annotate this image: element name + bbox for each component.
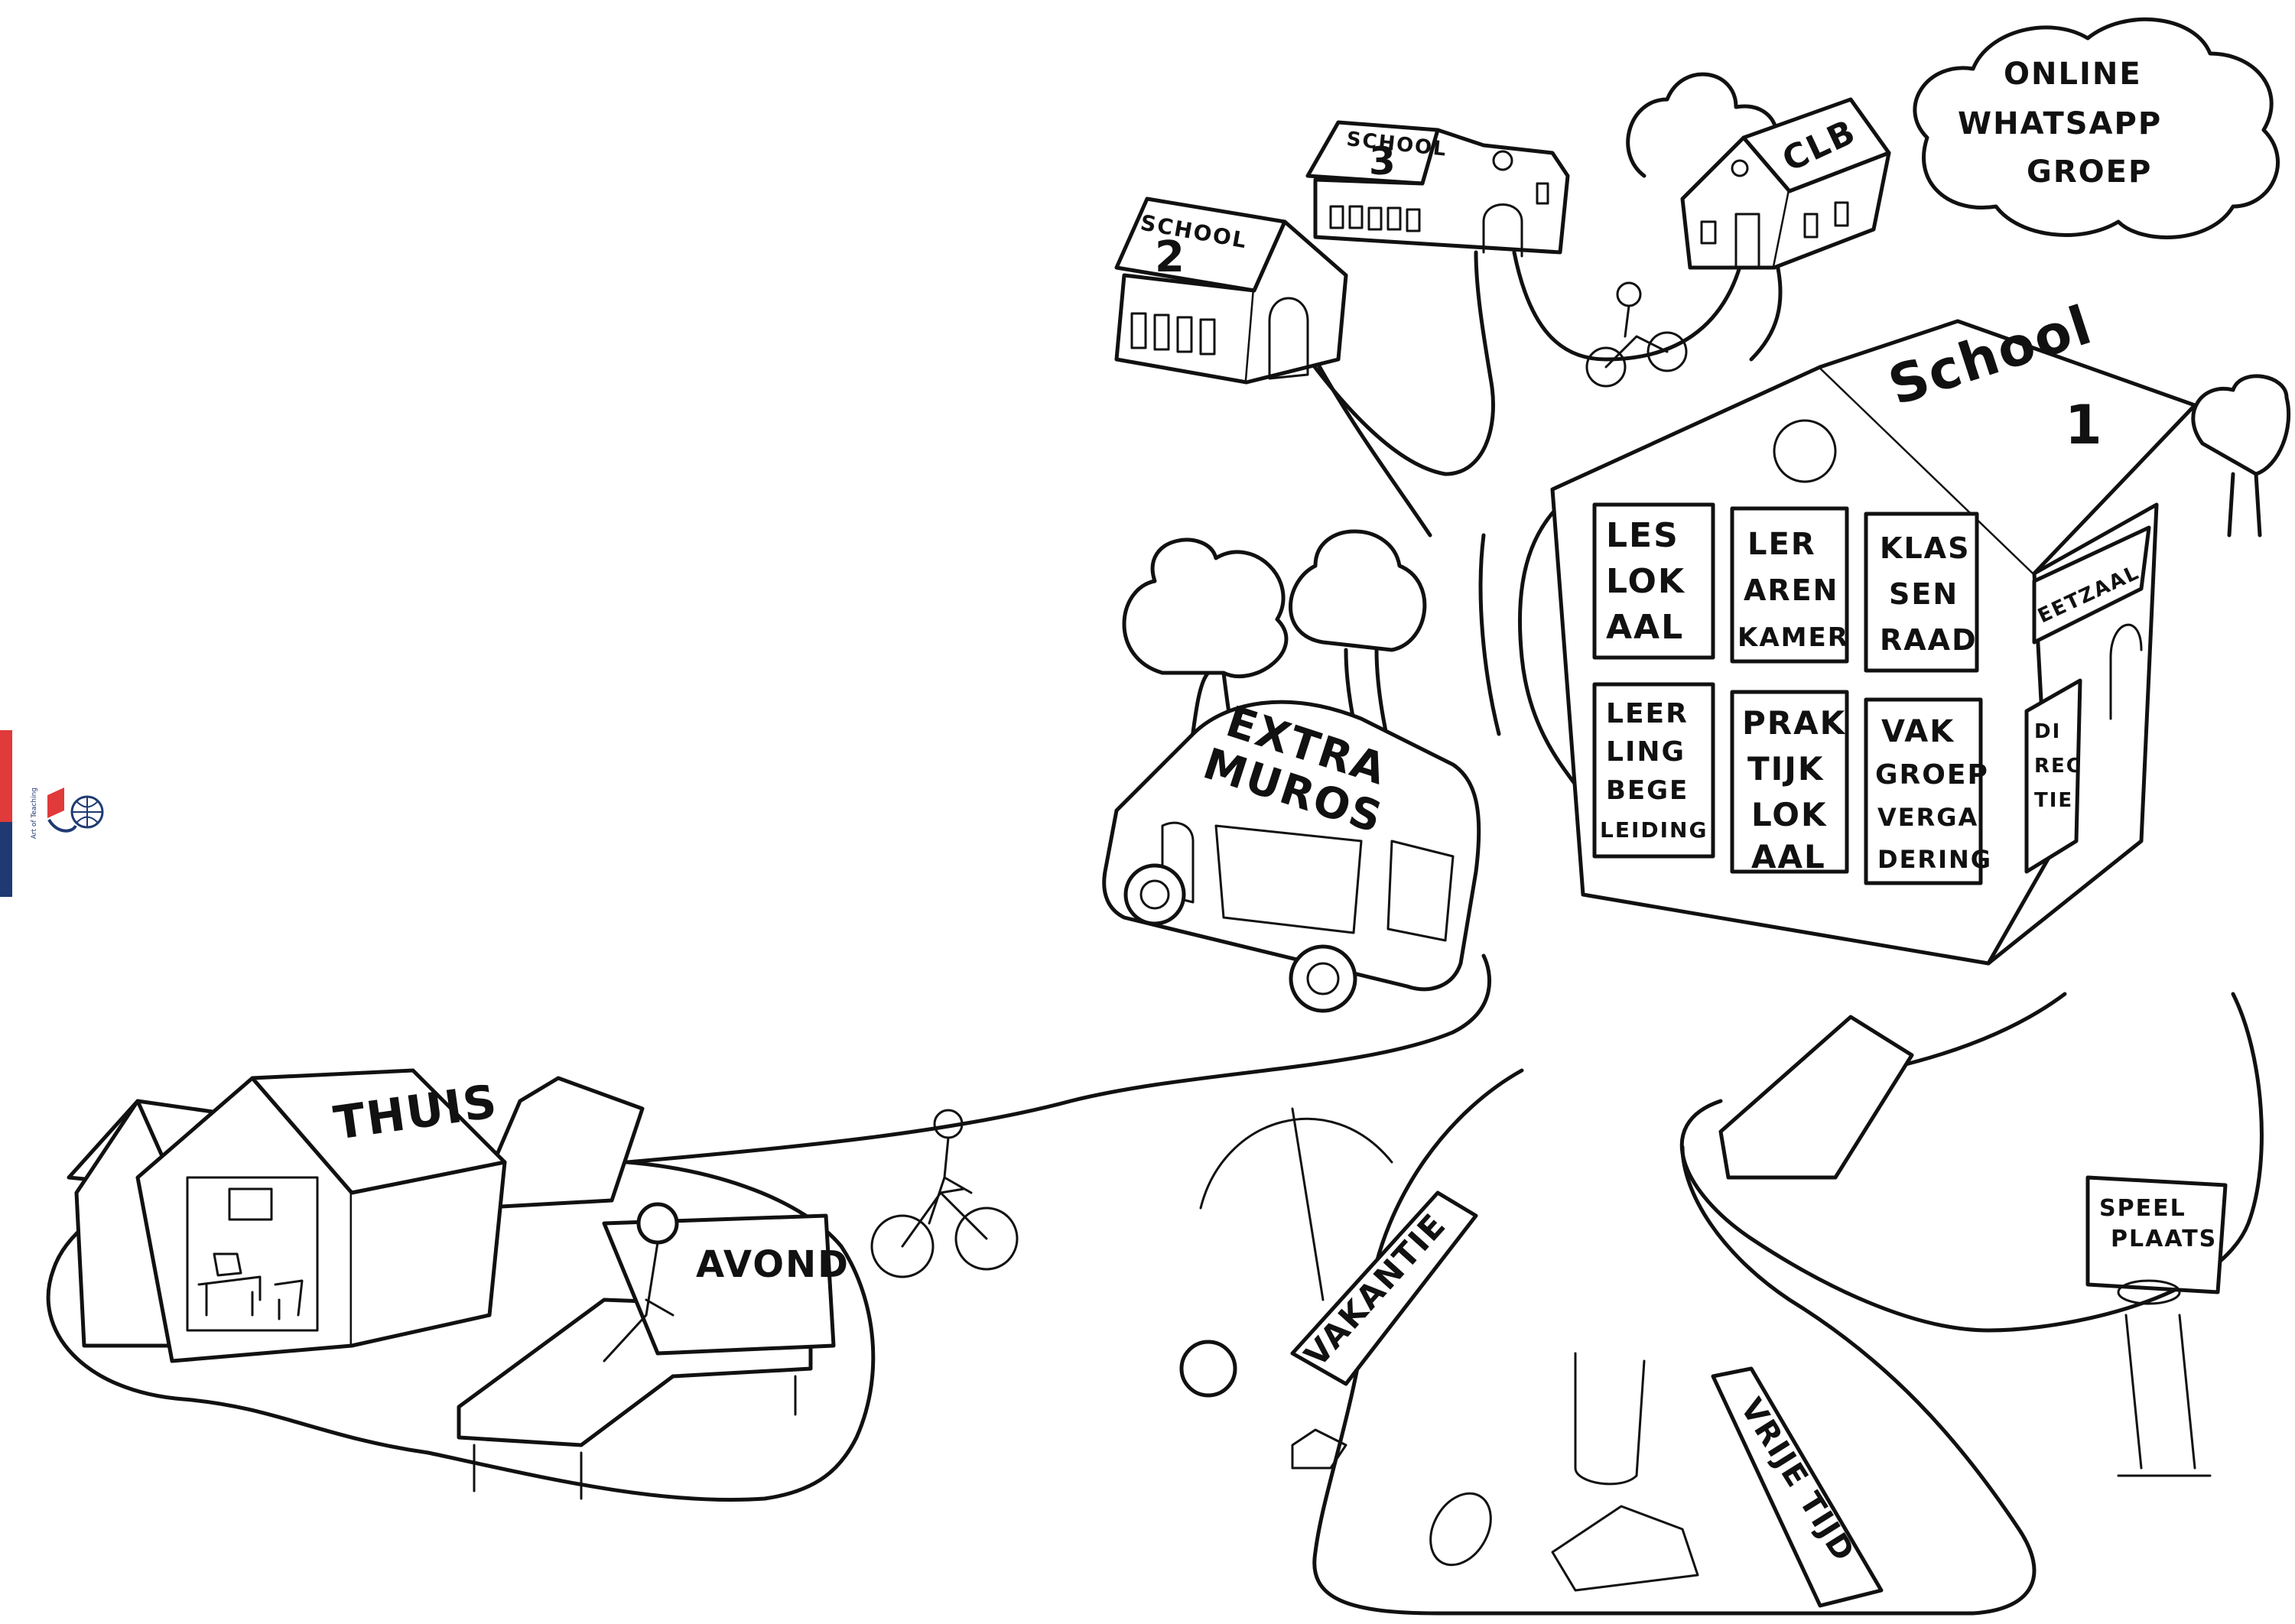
online-label: ONLINE: [2004, 57, 2142, 92]
room-leerlingbegeleiding: LEER LING BEGE LEIDING: [1594, 684, 1713, 856]
room-praktijklokaal: PRAK TIJK LOK AAL: [1732, 692, 1847, 875]
svg-text:GROEP: GROEP: [1875, 759, 1989, 791]
avond-label: AVOND: [696, 1243, 850, 1286]
svg-text:AREN: AREN: [1744, 573, 1838, 607]
svg-text:LEIDING: LEIDING: [1600, 817, 1708, 843]
goal-net-icon: [1721, 1017, 1912, 1177]
avond-couch: AVOND: [459, 1204, 850, 1499]
svg-text:LING: LING: [1606, 736, 1685, 768]
brand-red-block: [0, 730, 12, 822]
school-3-building: SCHOOL 3: [1308, 122, 1568, 256]
vrije-tijd-area: VRIJE TIJD: [1419, 1353, 1881, 1606]
school-2-number: 2: [1155, 232, 1186, 282]
speel-label: SPEEL: [2099, 1195, 2186, 1222]
extra-muros-bus: EXTRA MUROS: [1104, 697, 1479, 1011]
online-whatsapp-cloud: ONLINE WHATSAPP GROEP: [1915, 19, 2278, 237]
svg-text:KLAS: KLAS: [1880, 531, 1970, 565]
room-lerarenkamer: LER AREN KAMER: [1732, 508, 1849, 661]
room-directie: DI REC TIE: [2027, 680, 2082, 872]
svg-text:LES: LES: [1606, 516, 1679, 555]
brand-sidebar: [0, 730, 12, 897]
room-klassenraad: KLAS SEN RAAD: [1866, 514, 1978, 671]
room-vakgroepvergadering: VAK GROEP VERGA DERING: [1866, 700, 1992, 883]
svg-text:LOK: LOK: [1751, 796, 1828, 833]
thuis-house: THUIS: [69, 1070, 642, 1361]
svg-text:BEGE: BEGE: [1606, 775, 1689, 806]
svg-text:LOK: LOK: [1606, 562, 1685, 601]
svg-text:VERGA: VERGA: [1877, 803, 1978, 832]
whatsapp-label: WHATSAPP: [1958, 106, 2162, 141]
person-on-couch: [639, 1204, 677, 1242]
svg-text:TIE: TIE: [2034, 789, 2073, 812]
logo-wordmark: Art of Teaching: [31, 788, 46, 839]
side-door: [2111, 625, 2141, 719]
svg-text:TIJK: TIJK: [1747, 750, 1824, 788]
speelplaats-area: SPEEL PLAATS: [1721, 1017, 2225, 1476]
svg-text:DI: DI: [2034, 720, 2061, 743]
svg-text:PRAK: PRAK: [1742, 704, 1846, 742]
school-3-number: 3: [1369, 139, 1397, 184]
cyclist-school: [1587, 283, 1686, 386]
svg-text:AAL: AAL: [1751, 838, 1826, 875]
svg-text:LER: LER: [1747, 527, 1816, 562]
svg-text:DERING: DERING: [1877, 845, 1992, 874]
svg-text:LEER: LEER: [1606, 698, 1689, 729]
svg-text:VAK: VAK: [1881, 714, 1955, 749]
svg-text:AAL: AAL: [1606, 608, 1684, 647]
svg-text:REC: REC: [2034, 755, 2082, 778]
tennis-racket-icon: [1419, 1483, 1503, 1576]
vakantie-area: VAKANTIE: [1182, 1109, 1476, 1468]
plaats-label: PLAATS: [2111, 1226, 2217, 1252]
svg-text:RAAD: RAAD: [1880, 623, 1978, 657]
groep-label: GROEP: [2027, 154, 2152, 190]
school-1-number: 1: [2065, 394, 2104, 456]
skates-icon: [1552, 1506, 1698, 1590]
room-leslokaal: LES LOK AAL: [1594, 505, 1713, 658]
beach-ball-icon: [1182, 1342, 1235, 1395]
svg-text:KAMER: KAMER: [1738, 622, 1849, 653]
clb-building: CLB: [1628, 74, 1889, 268]
school-2-building: SCHOOL 2: [1117, 199, 1346, 382]
watering-can-icon: [1575, 1353, 1644, 1484]
svg-text:SEN: SEN: [1889, 577, 1959, 611]
school-1-building: School 1 LES LOK AAL LER AREN KAMER KLAS…: [1552, 294, 2195, 963]
